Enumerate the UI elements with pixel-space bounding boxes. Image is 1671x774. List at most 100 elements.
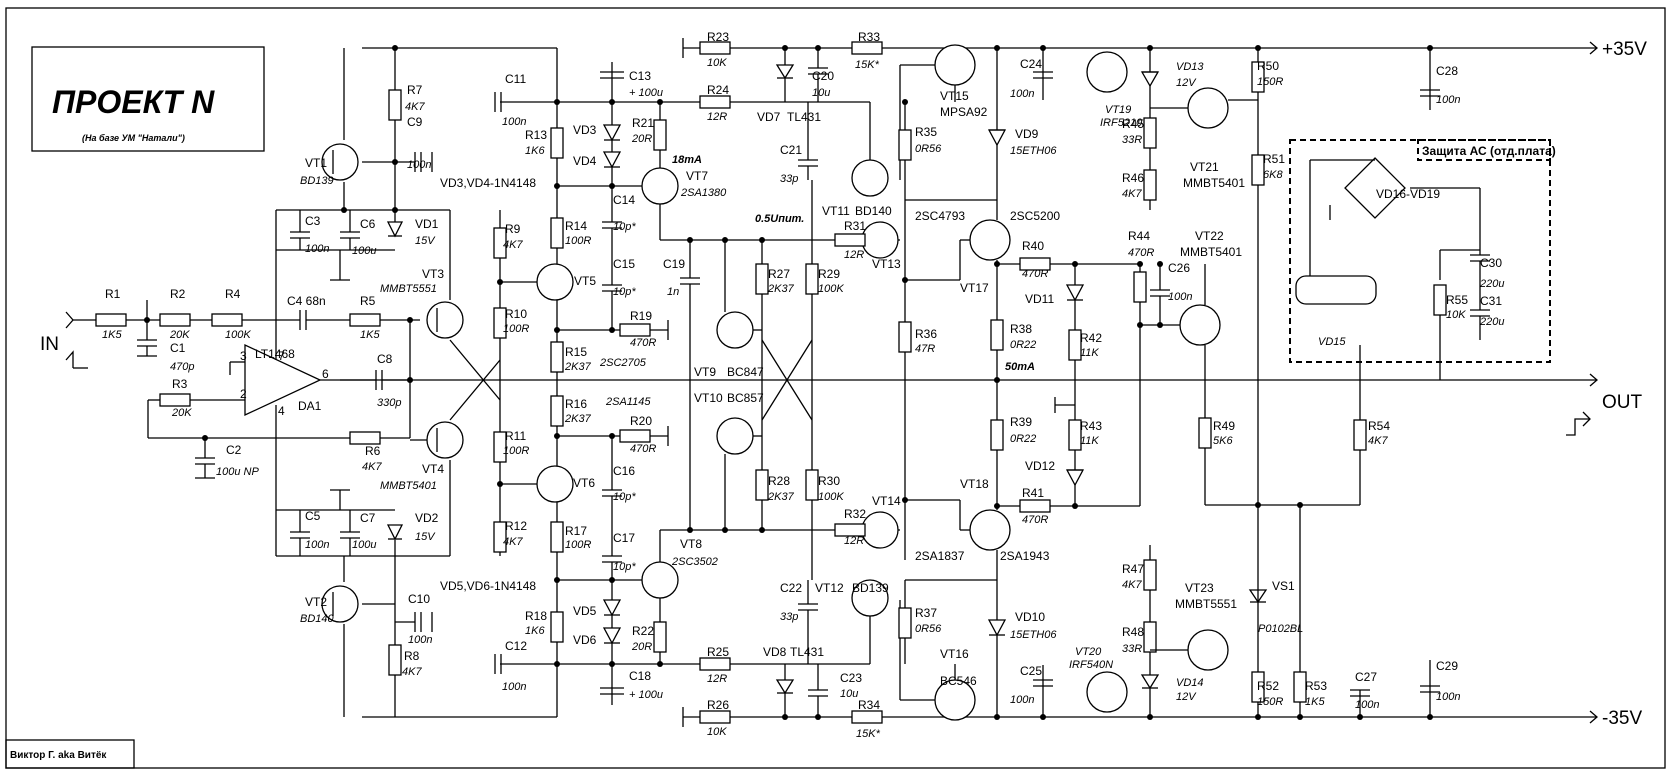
component-label: R51 [1263,152,1285,166]
component-label: R26 [707,698,729,712]
component-label: R50 [1257,59,1279,73]
component-label: 18mA [672,154,702,166]
component-label: 100R [565,539,591,551]
component-label: 100n [1010,694,1034,706]
component-label: 100n [1355,699,1379,711]
component-label: 1K5 [360,329,380,341]
in-connector [65,311,96,369]
component-label: 10p* [613,221,636,233]
component-label: VD12 [1025,459,1055,473]
component-label: C17 [613,531,635,545]
component-label: 33p [780,611,798,623]
component-label: 15V [415,235,436,247]
bottom-ref [680,579,976,727]
component-label: VT1 [305,156,327,170]
component-label: R48 [1122,625,1144,639]
component-label: 20K [171,407,192,419]
component-label: BD139 [300,175,334,187]
component-label: 3 [240,349,247,363]
component-label: VT19 [1105,104,1131,116]
component-label: BD139 [852,581,889,595]
component-label: 100u [352,245,376,257]
component-label: 470p [170,361,194,373]
component-label: 1K5 [1305,696,1325,708]
component-label: 2K37 [767,491,795,503]
component-label: BC857 [727,391,764,405]
component-label: 220u [1479,316,1504,328]
component-label: 0R22 [1010,433,1036,445]
component-label: C9 [407,115,423,129]
component-label: R27 [768,267,790,281]
component-label: 150R [1257,696,1283,708]
component-label: 20R [631,641,652,653]
component-label: 11K [1080,435,1099,447]
component-label: 2K37 [564,361,592,373]
component-label: VT5 [574,274,596,288]
component-label: R25 [707,645,729,659]
component-label: 2K37 [564,413,592,425]
diodes-vd3-vd6 [600,62,624,705]
component-label: 6K8 [1263,169,1283,181]
component-label: R41 [1022,486,1044,500]
component-label: R7 [407,83,423,97]
component-label: C2 [226,443,242,457]
component-label: VT17 [960,281,989,295]
component-label: 12V [1176,77,1197,89]
component-label: 470R [1128,247,1154,259]
component-label: 100R [565,235,591,247]
component-label: 100n [1436,94,1460,106]
component-label: C4 68n [287,294,326,308]
component-label: MPSA92 [940,105,988,119]
component-label: MMBT5551 [380,283,437,295]
out-ground [1566,411,1591,436]
component-label: R18 [525,609,547,623]
component-label: 0R56 [915,143,942,155]
component-label: VD5,VD6-1N4148 [440,579,536,593]
component-label: VT20 [1075,646,1102,658]
component-label: VT22 [1195,229,1224,243]
component-label: 15K* [856,728,881,740]
output-stage [834,48,1011,717]
input-network [95,210,420,556]
component-label: R15 [565,345,587,359]
component-label: C26 [1168,261,1190,275]
vt3-transistor [426,210,501,401]
vas-column [494,48,680,717]
out-label: OUT [1602,392,1643,413]
component-label: 15ETH06 [1010,629,1057,641]
component-label: R47 [1122,562,1144,576]
upper-protection [1033,48,1440,500]
component-label: R34 [858,698,880,712]
component-label: VT7 [686,169,708,183]
component-label: LT1468 [255,347,295,361]
component-label: VD5 [573,604,597,618]
component-label: C1 [170,341,186,355]
component-label: R16 [565,397,587,411]
component-label: 20R [631,133,652,145]
component-label: R2 [170,287,186,301]
protection-board [1289,139,1551,380]
component-label: R10 [505,307,527,321]
component-label: 4K7 [402,666,422,678]
component-label: 12R [707,673,727,685]
component-label: 2SC4793 [915,209,965,223]
component-label: 100n [305,539,329,551]
component-label: MMBT5551 [1175,597,1237,611]
component-label: 100u NP [216,466,259,478]
component-label: 470R [630,443,656,455]
component-label: R1 [105,287,121,301]
component-label: C19 [663,257,685,271]
component-label: VD11 [1025,292,1054,306]
component-label: 15ETH06 [1010,145,1057,157]
component-label: VD4 [573,154,597,168]
component-label: VT3 [422,267,444,281]
component-label: BD140 [300,613,335,625]
component-label: C16 [613,464,635,478]
component-label: + 100u [629,689,663,701]
component-label: 100n [1436,691,1460,703]
component-label: C27 [1355,670,1377,684]
component-label: 12R [707,111,727,123]
component-label: C13 [629,69,651,83]
component-label: 10p* [613,491,636,503]
